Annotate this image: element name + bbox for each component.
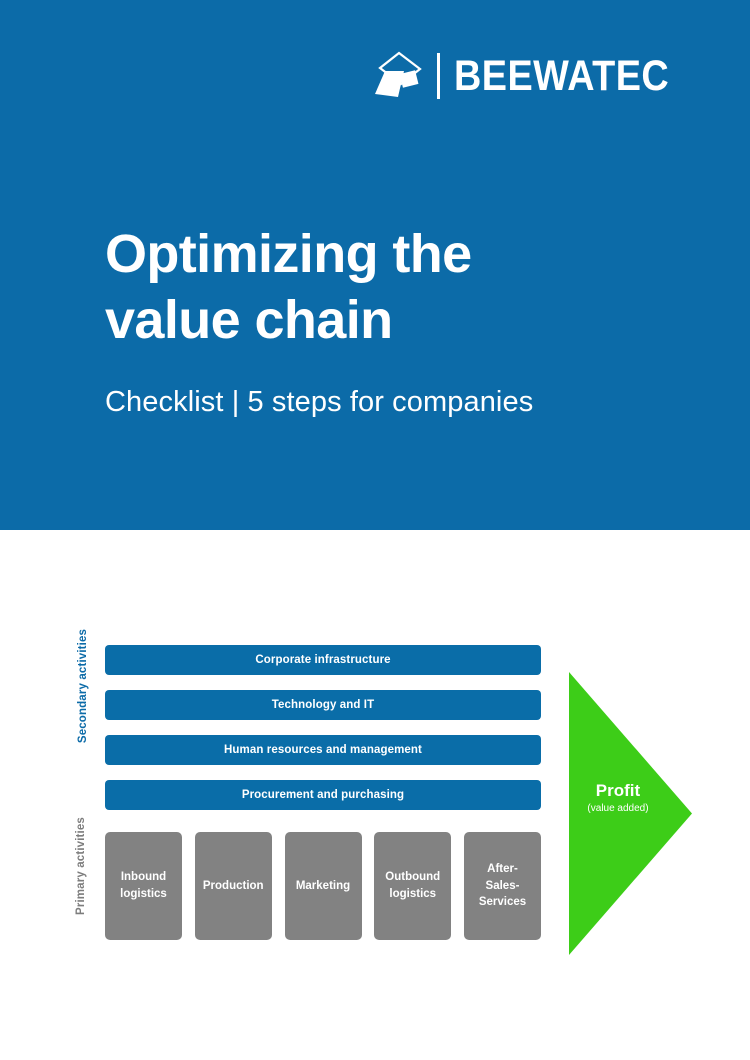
secondary-activity-bar[interactable]: Procurement and purchasing (105, 780, 541, 810)
primary-activity-box[interactable]: Production (194, 832, 272, 940)
page-subtitle: Checklist | 5 steps for companies (105, 386, 534, 418)
primary-activity-box[interactable]: Inbound logistics (105, 832, 182, 940)
secondary-activity-bar[interactable]: Technology and IT (105, 690, 541, 720)
axis-label-secondary-activities: Secondary activities (77, 628, 89, 744)
axis-label-primary-activities: Primary activities (75, 817, 87, 915)
beewatec-diamond-logo-icon (371, 50, 423, 102)
primary-activity-box[interactable]: After- Sales- Services (464, 832, 541, 940)
brand-lockup: BEEWATEC (371, 48, 699, 104)
cover-header-band: BEEWATEC Optimizing the value chain Chec… (0, 0, 750, 530)
primary-activity-box[interactable]: Outbound logistics (374, 832, 452, 940)
profit-arrow-icon (569, 672, 692, 955)
primary-activity-box[interactable]: Marketing (284, 832, 362, 940)
secondary-activity-bar[interactable]: Corporate infrastructure (105, 645, 541, 675)
secondary-activity-bar[interactable]: Human resources and management (105, 735, 541, 765)
value-chain-diagram: Secondary activities Primary activities … (0, 530, 750, 1060)
primary-activities-group: Inbound logistics Production Marketing O… (105, 832, 541, 940)
secondary-activities-group: Corporate infrastructure Technology and … (105, 645, 541, 825)
page-title: Optimizing the value chain (105, 224, 472, 350)
brand-name: BEEWATEC (453, 51, 669, 100)
brand-divider (436, 53, 440, 99)
